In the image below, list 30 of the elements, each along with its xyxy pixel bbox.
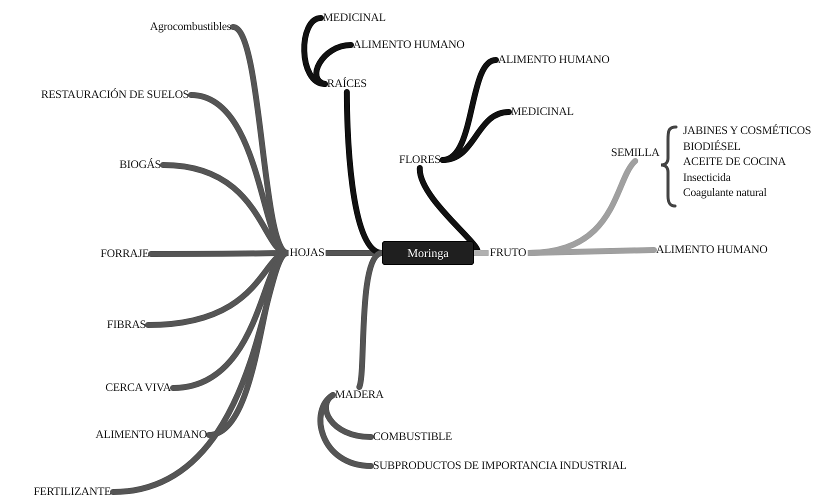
center-box: Moringa [382, 241, 474, 265]
branch-label: CERCA VIVA [104, 381, 172, 395]
branch-label: ALIMENTO HUMANO [655, 243, 768, 257]
seed-use-label: Coagulante natural [683, 186, 767, 200]
branch-label: BIOGÁS [118, 158, 162, 172]
branch-label: COMBUSTIBLE [372, 430, 453, 444]
branch-label: FIBRAS [106, 318, 147, 332]
branch-label: MEDICINAL [322, 11, 387, 25]
branch-label: MADERA [334, 388, 385, 402]
branch-line [313, 42, 354, 87]
branch-label: RESTAURACIÓN DE SUELOS [40, 88, 190, 102]
seed-use-label: BIODIÉSEL [683, 140, 741, 154]
branch-line [356, 250, 384, 390]
branch-line [317, 392, 374, 469]
branch-label: Agrocombustibles [148, 20, 232, 34]
branch-label: MEDICINAL [510, 105, 575, 119]
branch-label: ALIMENTO HUMANO [352, 38, 466, 52]
branch-label: FERTILIZANTE [32, 485, 112, 499]
branch-label: RAÍCES [326, 77, 368, 91]
branch-label: SUBPRODUCTOS DE IMPORTANCIA INDUSTRIAL [372, 459, 628, 473]
seed-use-label: Insecticida [683, 170, 731, 184]
seed-use-label: JABINES Y COSMÉTICOS [683, 124, 812, 138]
branch-label: SEMILLA [610, 146, 660, 160]
branch-line [440, 109, 512, 163]
branch-line [472, 250, 491, 256]
branch-label: FLORES [398, 153, 442, 167]
branch-label: FORRAJE [100, 247, 150, 261]
branch-label: ALIMENTO HUMANO [94, 428, 208, 442]
branch-label: ALIMENTO HUMANO [497, 53, 610, 67]
seed-use-label: ACEITE DE COCINA [683, 155, 786, 169]
